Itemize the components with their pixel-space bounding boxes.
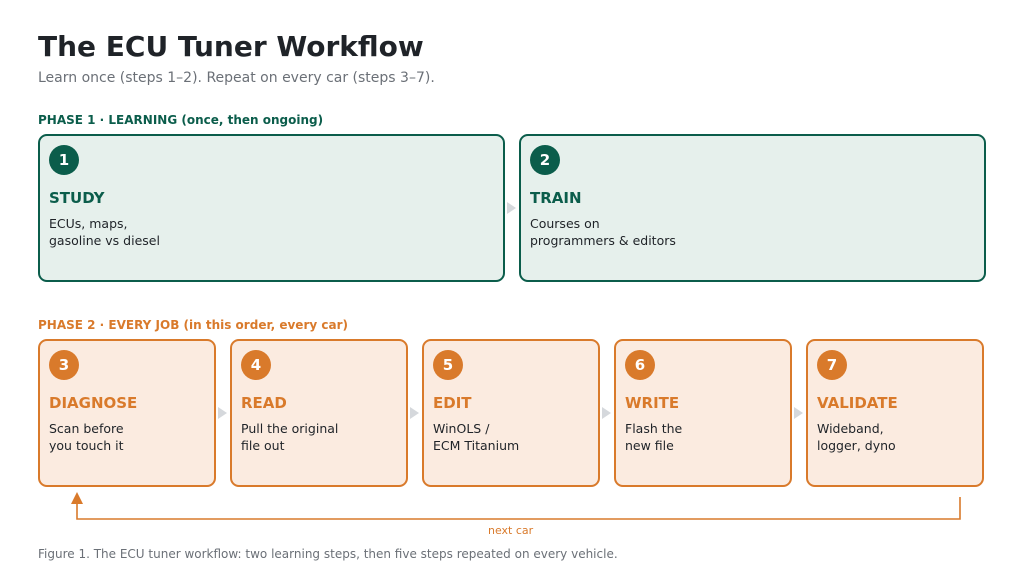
step-card-validate: 7 VALIDATE Wideband, logger, dyno (806, 339, 984, 487)
step-number-badge: 6 (625, 350, 655, 380)
step-description: ECUs, maps, gasoline vs diesel (49, 216, 160, 248)
step-title: EDIT (433, 394, 472, 412)
figure-caption: Figure 1. The ECU tuner workflow: two le… (38, 547, 618, 561)
page-subtitle: Learn once (steps 1–2). Repeat on every … (38, 70, 435, 86)
loop-back-line (76, 497, 961, 520)
loop-label: next car (488, 524, 534, 537)
step-description: Wideband, logger, dyno (817, 421, 896, 453)
step-description: Pull the original file out (241, 421, 339, 453)
step-title: READ (241, 394, 287, 412)
step-card-write: 6 WRITE Flash the new file (614, 339, 792, 487)
flow-arrow (794, 407, 803, 419)
step-card-edit: 5 EDIT WinOLS / ECM Titanium (422, 339, 600, 487)
step-card-study: 1 STUDY ECUs, maps, gasoline vs diesel (38, 134, 505, 282)
step-title: WRITE (625, 394, 680, 412)
loop-back-arrowhead (71, 492, 83, 504)
phase1-label: PHASE 1 · LEARNING (once, then ongoing) (38, 113, 324, 127)
step-title: STUDY (49, 189, 105, 207)
step-description: Flash the new file (625, 421, 683, 453)
step-title: DIAGNOSE (49, 394, 138, 412)
flow-arrow (507, 202, 516, 214)
step-number-badge: 1 (49, 145, 79, 175)
phase2-label: PHASE 2 · EVERY JOB (in this order, ever… (38, 318, 348, 332)
step-card-read: 4 READ Pull the original file out (230, 339, 408, 487)
flow-arrow (410, 407, 419, 419)
page-title: The ECU Tuner Workflow (38, 30, 424, 63)
step-description: WinOLS / ECM Titanium (433, 421, 520, 453)
step-number-badge: 5 (433, 350, 463, 380)
step-description: Scan before you touch it (49, 421, 124, 453)
step-title: VALIDATE (817, 394, 898, 412)
step-number-badge: 3 (49, 350, 79, 380)
step-card-diagnose: 3 DIAGNOSE Scan before you touch it (38, 339, 216, 487)
step-title: TRAIN (530, 189, 582, 207)
step-number-badge: 7 (817, 350, 847, 380)
step-number-badge: 2 (530, 145, 560, 175)
step-number-badge: 4 (241, 350, 271, 380)
flow-arrow (602, 407, 611, 419)
flow-arrow (218, 407, 227, 419)
step-card-train: 2 TRAIN Courses on programmers & editors (519, 134, 986, 282)
step-description: Courses on programmers & editors (530, 216, 676, 248)
